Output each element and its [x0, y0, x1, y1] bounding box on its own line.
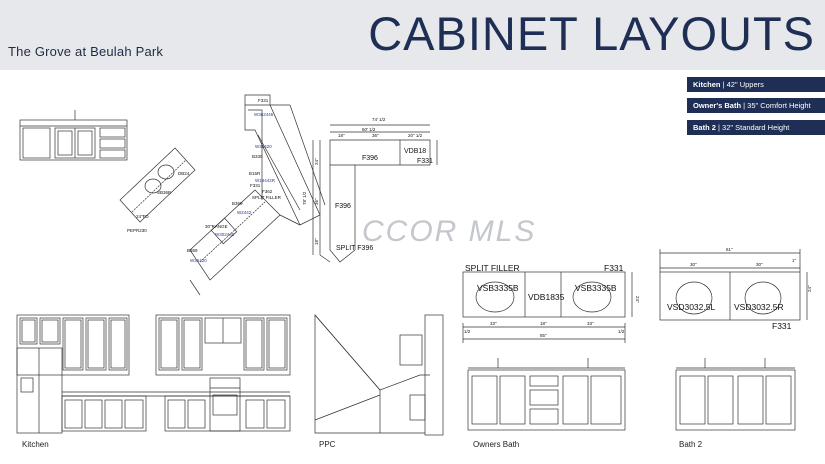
ppc-dim-6: 24"	[314, 158, 319, 165]
label-pepr230: PEPR230	[127, 228, 147, 233]
label-w36420: W36420	[190, 258, 207, 263]
label-f331-top: F331	[258, 98, 269, 103]
label-split-filler: SPLIT FILLER	[252, 195, 282, 200]
ppc-label-vdb18: VDB18	[404, 148, 426, 155]
legend-kitchen-name: Kitchen	[693, 80, 721, 89]
owners-dim-18: 18"	[540, 321, 547, 326]
ppc-label-f396-side: F396	[335, 203, 351, 210]
legend-bath2-detail: | 32" Standard Height	[715, 123, 790, 132]
legend-bath2: Bath 2 | 32" Standard Height	[687, 120, 825, 135]
kitchen-plan-labels: DB24 SB36B 24"FD PEPR230 F331 W362445 B3…	[127, 98, 282, 263]
ppc-dim-5: 78' 1/2	[302, 191, 307, 205]
bath2-f331: F331	[772, 321, 792, 331]
owners-bath-plan	[462, 271, 633, 343]
community-name: The Grove at Beulah Park	[8, 44, 164, 59]
owners-dim-half-left: 1/2	[464, 329, 471, 334]
label-30range: 30"RANGE	[205, 224, 228, 229]
caption-bath2: Bath 2	[679, 440, 703, 449]
owners-vdb1835: VDB1835	[528, 292, 565, 302]
bath2-dim-1: 1"	[792, 258, 797, 263]
label-24fd: 24"FD	[136, 214, 149, 219]
ppc-dim-4: 20" 1/2	[408, 133, 423, 138]
ppc-plan-labels: 74' 1/2 50' 1/2 18" 36" 20" 1/2 78' 1/2 …	[302, 117, 433, 252]
owners-dim-half-right: 1/2	[618, 329, 625, 334]
label-db24: DB24	[178, 171, 190, 176]
ppc-dim-7: 36"	[314, 198, 319, 205]
ppc-plan	[312, 124, 438, 263]
legend-owners-bath: Owner's Bath | 35" Comfort Height	[687, 98, 825, 113]
caption-kitchen: Kitchen	[22, 440, 49, 449]
ppc-dim-8: 18"	[314, 238, 319, 245]
owners-f331: F331	[604, 263, 624, 273]
ppc-dim-3: 36"	[372, 133, 379, 138]
label-w18442r: W18442R	[255, 178, 276, 183]
legend-kitchen-detail: | 42" Uppers	[720, 80, 764, 89]
bath2-dim-30-right: 30"	[756, 262, 763, 267]
kitchen-plan-angled	[119, 94, 326, 296]
ppc-label-f331: F331	[417, 158, 433, 165]
label-b15r: B15R	[249, 171, 261, 176]
watermark: CCOR MLS	[362, 215, 537, 248]
bath2-dim-30-left: 30"	[690, 262, 697, 267]
ppc-dim-2: 18"	[338, 133, 345, 138]
ppc-elevation	[314, 314, 444, 436]
bath2-dim-61: 61"	[726, 247, 733, 252]
label-w302440: W302440	[215, 232, 235, 237]
label-b369-lower: B369	[187, 248, 198, 253]
bath2-plan	[659, 249, 808, 321]
bath2-dim-24: 24"	[807, 285, 812, 292]
label-sb36b: SB36B	[157, 190, 171, 195]
owners-split-filler: SPLIT FILLER	[465, 263, 520, 273]
legend-bath2-name: Bath 2	[693, 123, 716, 132]
caption-owners-bath: Owners Bath	[473, 440, 520, 449]
header-band	[0, 0, 825, 70]
legend-owners-bath-name: Owner's Bath	[693, 101, 742, 110]
caption-ppc: PPC	[319, 440, 336, 449]
bath2-vsd3032-left: VSD3032.5L	[667, 302, 715, 312]
bath2-vsd3032-right: VSD3032.5R	[734, 302, 784, 312]
bath2-labels: 61" 30" 30" 1" 24" VSD3032.5L VSD3032.5R…	[667, 247, 812, 331]
owners-dim-85: 85"	[540, 333, 547, 338]
owners-dim-33-left: 33"	[490, 321, 497, 326]
label-w2442: W2442	[237, 210, 252, 215]
owners-bath-elevation	[467, 358, 626, 431]
label-b330: B330	[252, 154, 263, 159]
ppc-dim-1: 50' 1/2	[362, 127, 376, 132]
owners-dim-24: 24"	[635, 296, 640, 303]
label-w362445: W362445	[254, 112, 274, 117]
owners-bath-labels: SPLIT FILLER F331 VSB3335B VDB1835 VSB33…	[464, 263, 640, 338]
owners-dim-33-right: 33"	[587, 321, 594, 326]
kitchen-elevation	[16, 314, 291, 434]
bath2-elevation	[675, 358, 796, 431]
legend-kitchen: Kitchen | 42" Uppers	[687, 77, 825, 92]
label-f331-mid: F331	[250, 183, 261, 188]
label-w33420: W33420	[255, 144, 272, 149]
label-f362: F362	[262, 189, 273, 194]
ppc-dim-0: 74' 1/2	[372, 117, 386, 122]
page-title: CABINET LAYOUTS	[368, 7, 815, 60]
ppc-label-f396-top: F396	[362, 155, 378, 162]
owners-vsb3335b-left: VSB3335B	[477, 283, 519, 293]
ppc-label-split-f396: SPLIT F396	[336, 245, 373, 252]
label-b369-upper: B369	[232, 201, 243, 206]
kitchen-top-elevation	[19, 110, 128, 161]
legend-owners-bath-detail: | 35" Comfort Height	[741, 101, 811, 110]
owners-vsb3335b-right: VSB3335B	[575, 283, 617, 293]
